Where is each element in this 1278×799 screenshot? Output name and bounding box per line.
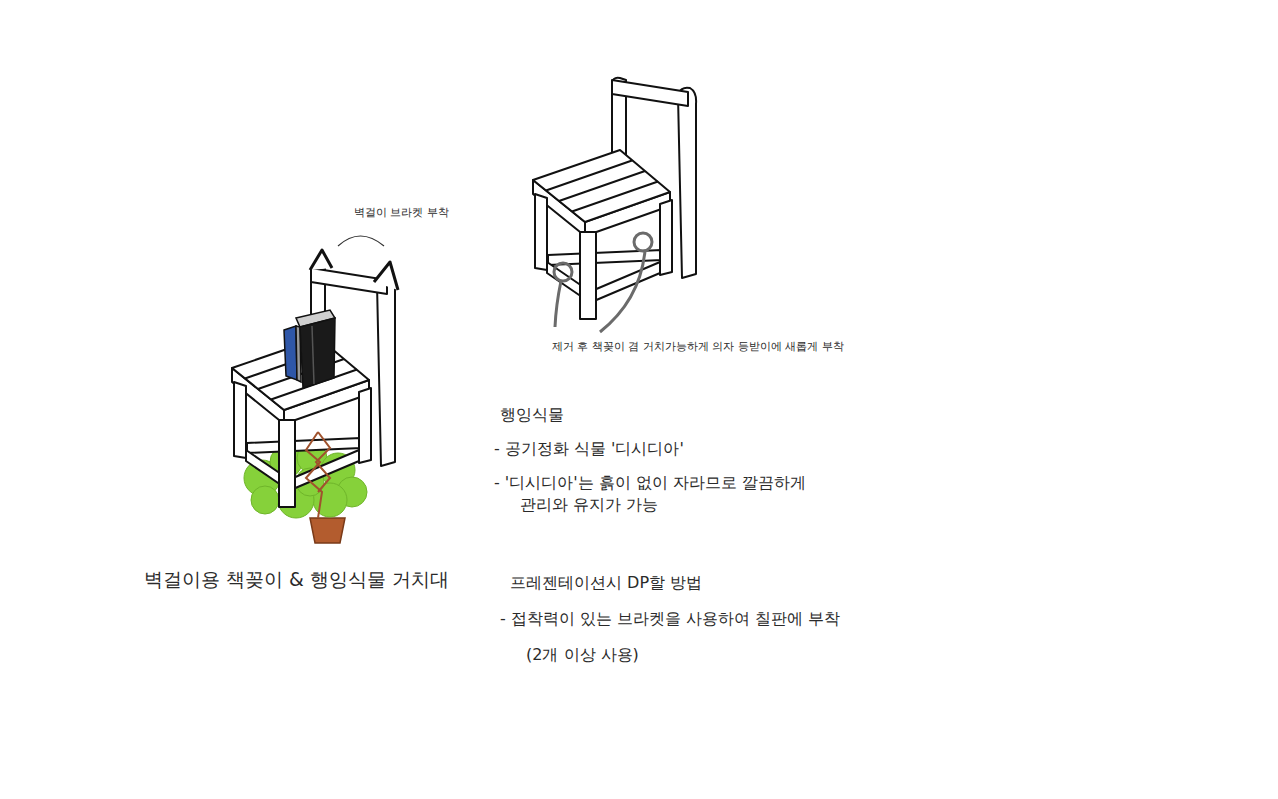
note-label: 제거 후 책꽂이 겸 거치가능하게 의자 등받이에 새롭게 부착 <box>552 339 844 354</box>
note-label: (2개 이상 사용) <box>526 644 639 666</box>
note-label: 행잉식물 <box>500 404 564 426</box>
sketch-caption: 벽걸이용 책꽂이 & 행잉식물 거치대 <box>144 566 449 593</box>
chair-drawing <box>533 78 696 319</box>
book-stack <box>284 310 335 388</box>
note-label: - 접착력이 있는 브라켓을 사용하여 칠판에 부착 <box>500 608 840 630</box>
note-label: - '디시디아'는 흙이 없이 자라므로 깔끔하게 관리와 유지가 가능 <box>494 472 810 517</box>
note-label: 프레젠테이션시 DP할 방법 <box>510 572 702 594</box>
wall-bracket <box>310 250 398 290</box>
note-label: - 공기정화 식물 '디시디아' <box>494 438 684 460</box>
note-label: 벽걸이 브라켓 부착 <box>354 205 449 220</box>
plant-hanger-cord <box>306 432 330 518</box>
hanging-ring <box>554 233 652 332</box>
leader-line <box>338 236 384 246</box>
